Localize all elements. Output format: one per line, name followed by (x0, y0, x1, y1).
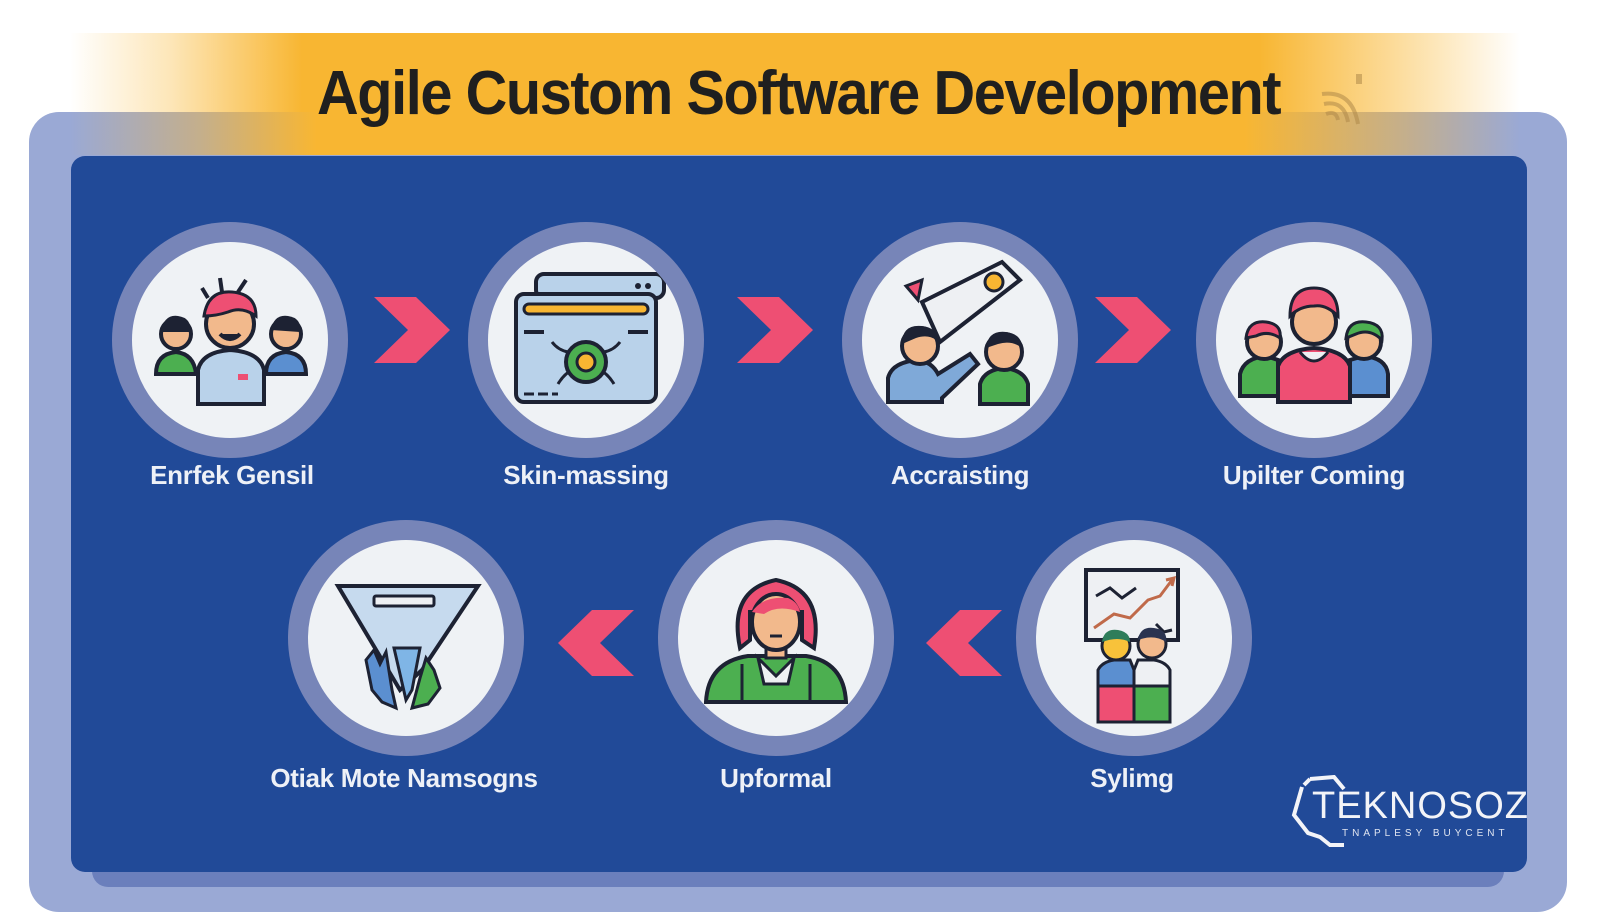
logo-tagline: TNAPLESY BUYCENT (1342, 828, 1509, 839)
arrow-left-icon (926, 610, 1002, 676)
arrow-right-icon (374, 297, 450, 363)
funnel-icon (334, 584, 482, 711)
team-group-icon (1238, 286, 1390, 404)
step-2-label: Skin-massing (503, 460, 669, 490)
step-3-label: Accraisting (890, 460, 1030, 490)
step-5-label: Sylimg (1090, 763, 1174, 793)
step-1-label: Enrfek Gensil (150, 460, 314, 490)
presentation-chart-icon (1084, 568, 1180, 724)
step-7-label: Otiak Mote Namsogns (270, 763, 538, 793)
arrow-right-icon (737, 297, 813, 363)
woman-avatar-icon (703, 577, 849, 704)
browser-bug-gear-icon (514, 272, 666, 404)
arrow-right-icon (1095, 297, 1171, 363)
arrow-left-icon (558, 610, 634, 676)
step-6-label: Upformal (720, 763, 832, 793)
logo-badge-icon (1291, 775, 1346, 847)
step-4-label: Upilter Coming (1222, 460, 1406, 490)
team-leader-icon (153, 277, 309, 406)
title-banner-overlap (70, 112, 1520, 155)
page-title: Agile Custom Software Development (317, 59, 1282, 128)
logo-wordmark: TEKNOSOZ (1312, 785, 1530, 827)
people-collaboration-icon (886, 259, 1030, 406)
signal-waves-icon (1321, 74, 1362, 125)
brand-logo: TEKNOSOZ TNAPLESY BUYCENT (1290, 775, 1528, 850)
